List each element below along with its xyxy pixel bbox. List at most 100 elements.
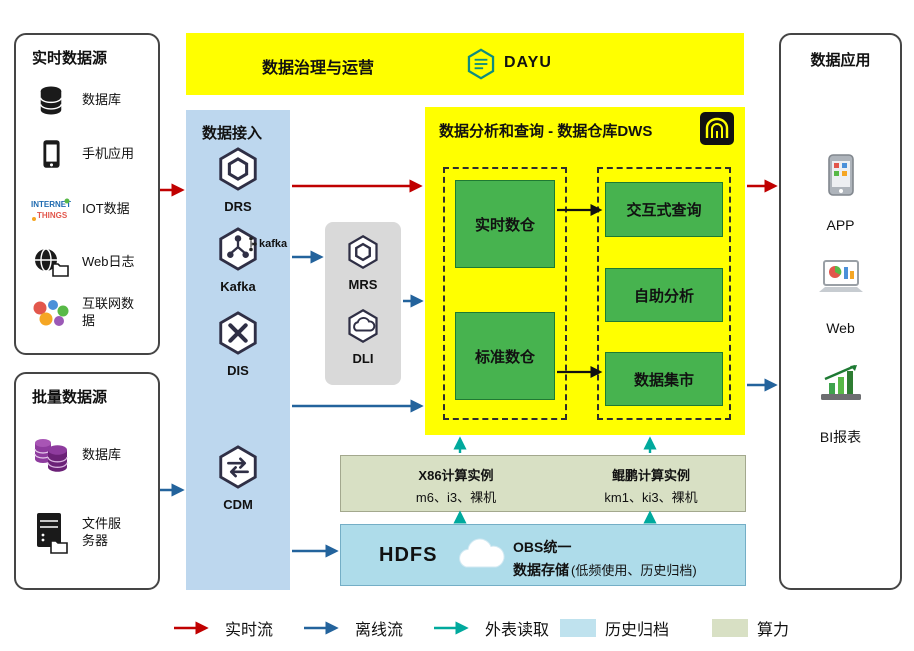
source-row: Web日志	[28, 243, 135, 281]
dws-warehouse-standard: 标准数仓	[455, 312, 555, 400]
archive-swatch	[560, 619, 596, 637]
hdfs-label: HDFS	[379, 544, 438, 566]
obs-text-group: OBS统一 数据存储 (低频使用、历史归档)	[513, 537, 697, 580]
ingestion-item: DRS	[186, 146, 290, 214]
governance-title: 数据治理与运营	[262, 60, 375, 77]
legend-compute: 算力	[712, 616, 789, 640]
legend-compute-label: 算力	[757, 622, 790, 639]
batch-database-icon	[28, 434, 74, 476]
app-item	[781, 259, 900, 302]
source-row: INTERNET THINGS IOT数据	[28, 190, 130, 228]
services-group	[597, 167, 731, 420]
processing-item-label: DLI	[352, 351, 374, 366]
dws-warehouse-realtime: 实时数仓	[455, 180, 555, 268]
mrs-icon	[345, 234, 381, 275]
source-row: 手机应用	[28, 135, 134, 173]
x86-specs: m6、i3、裸机	[415, 490, 497, 505]
dws-box: 数据分析和查询 - 数据仓库DWS 实时数仓 标准数仓 交互式查询 自助分析 数…	[425, 107, 745, 435]
source-row: 数据库	[28, 81, 121, 119]
app-item-label: Web	[826, 320, 855, 336]
legend-archive: 历史归档	[560, 616, 669, 640]
cdm-icon	[215, 444, 261, 495]
ingestion-item-label: DIS	[227, 363, 249, 378]
ingestion-item: DIS	[186, 310, 290, 378]
kafka-icon	[215, 226, 261, 277]
dws-service-interactive-query: 交互式查询	[605, 182, 723, 237]
legend-external: 外表读取	[432, 616, 549, 640]
obs-line2: 数据存储	[513, 562, 569, 578]
kunpeng-specs: km1、ki3、裸机	[604, 490, 698, 505]
processing-item: MRS	[325, 234, 401, 292]
drs-icon	[215, 146, 261, 197]
external-read-arrow-icon	[434, 621, 469, 635]
ingestion-panel: 数据接入 DRS Kafka kafka	[186, 110, 290, 590]
dws-service-data-mart: 数据集市	[605, 352, 723, 406]
processing-box: MRS DLI	[325, 222, 401, 385]
obs-cloud-icon	[453, 536, 507, 579]
realtime-sources-title: 实时数据源	[32, 50, 108, 67]
dws-title: 数据分析和查询 - 数据仓库DWS	[439, 123, 653, 140]
apps-panel: 数据应用 APP	[779, 33, 902, 590]
app-item	[781, 153, 900, 202]
iot-word-1: INTERNET	[31, 200, 71, 209]
dayu-label: DAYU	[504, 54, 552, 71]
legend-offline-label: 离线流	[355, 622, 404, 639]
realtime-flow-arrow-icon	[174, 621, 209, 635]
legend-offline: 离线流	[302, 616, 403, 640]
source-label: 数据库	[82, 446, 122, 462]
source-label: 数据库	[82, 91, 122, 107]
kafka-wordmark-text: kafka	[259, 238, 288, 250]
file-server-icon	[28, 511, 74, 555]
ingestion-item-label: CDM	[223, 497, 253, 512]
governance-bar: 数据治理与运营 DAYU	[186, 33, 744, 95]
kafka-wordmark: kafka	[248, 236, 287, 252]
x86-compute-group: X86计算实例 m6、i3、裸机	[376, 465, 536, 506]
dis-icon	[215, 310, 261, 361]
source-label: 互联网数据	[82, 296, 135, 328]
apps-title: 数据应用	[810, 52, 871, 69]
legend-external-label: 外表读取	[485, 622, 550, 639]
dws-service-self-analysis: 自助分析	[605, 268, 723, 322]
bi-report-icon	[817, 363, 865, 408]
source-row: 文件服务器	[28, 508, 130, 558]
legend-realtime-label: 实时流	[225, 622, 274, 639]
warehouse-group	[443, 167, 567, 420]
realtime-sources-panel: 实时数据源 数据库 手机应用 INTERNET THINGS IOT数据	[14, 33, 160, 355]
kunpeng-compute-group: 鲲鹏计算实例 km1、ki3、裸机	[571, 465, 731, 506]
database-icon	[28, 84, 74, 117]
legend-realtime: 实时流	[172, 616, 273, 640]
processing-item: DLI	[325, 308, 401, 366]
ingestion-title: 数据接入	[202, 125, 263, 142]
source-row: 互联网数据	[28, 293, 138, 333]
x86-title: X86计算实例	[418, 468, 494, 483]
phone-icon	[28, 138, 74, 170]
app-item-label: APP	[826, 217, 855, 233]
processing-item-label: MRS	[348, 277, 378, 292]
web-log-icon	[28, 247, 74, 278]
dayu-icon	[464, 47, 498, 86]
kafka-logo-small	[249, 236, 257, 252]
ingestion-item-label: DRS	[224, 199, 252, 214]
app-item	[781, 363, 900, 408]
obs-note: (低频使用、历史归档)	[571, 563, 697, 578]
compute-box: X86计算实例 m6、i3、裸机 鲲鹏计算实例 km1、ki3、裸机	[340, 455, 746, 512]
source-label: Web日志	[82, 253, 135, 269]
ingestion-item-label: Kafka	[220, 279, 256, 294]
iot-icon: INTERNET THINGS	[28, 195, 74, 223]
legend-archive-label: 历史归档	[605, 622, 670, 639]
batch-sources-panel: 批量数据源 数据库	[14, 372, 160, 590]
storage-box: HDFS OBS统一 数据存储 (低频使用、历史归档)	[340, 524, 746, 586]
warehouse-icon	[699, 111, 735, 151]
batch-sources-title: 批量数据源	[32, 389, 108, 406]
offline-flow-arrow-icon	[304, 621, 339, 635]
ingestion-item: Kafka	[186, 226, 290, 294]
web-monitor-icon	[816, 259, 866, 302]
obs-line1: OBS统一	[513, 539, 572, 555]
source-label: 文件服务器	[82, 516, 122, 548]
source-label: IOT数据	[82, 200, 130, 216]
ingestion-item: CDM	[186, 444, 290, 512]
iot-word-2: THINGS	[37, 211, 68, 220]
app-phone-icon	[827, 153, 855, 202]
kunpeng-title: 鲲鹏计算实例	[611, 468, 690, 483]
